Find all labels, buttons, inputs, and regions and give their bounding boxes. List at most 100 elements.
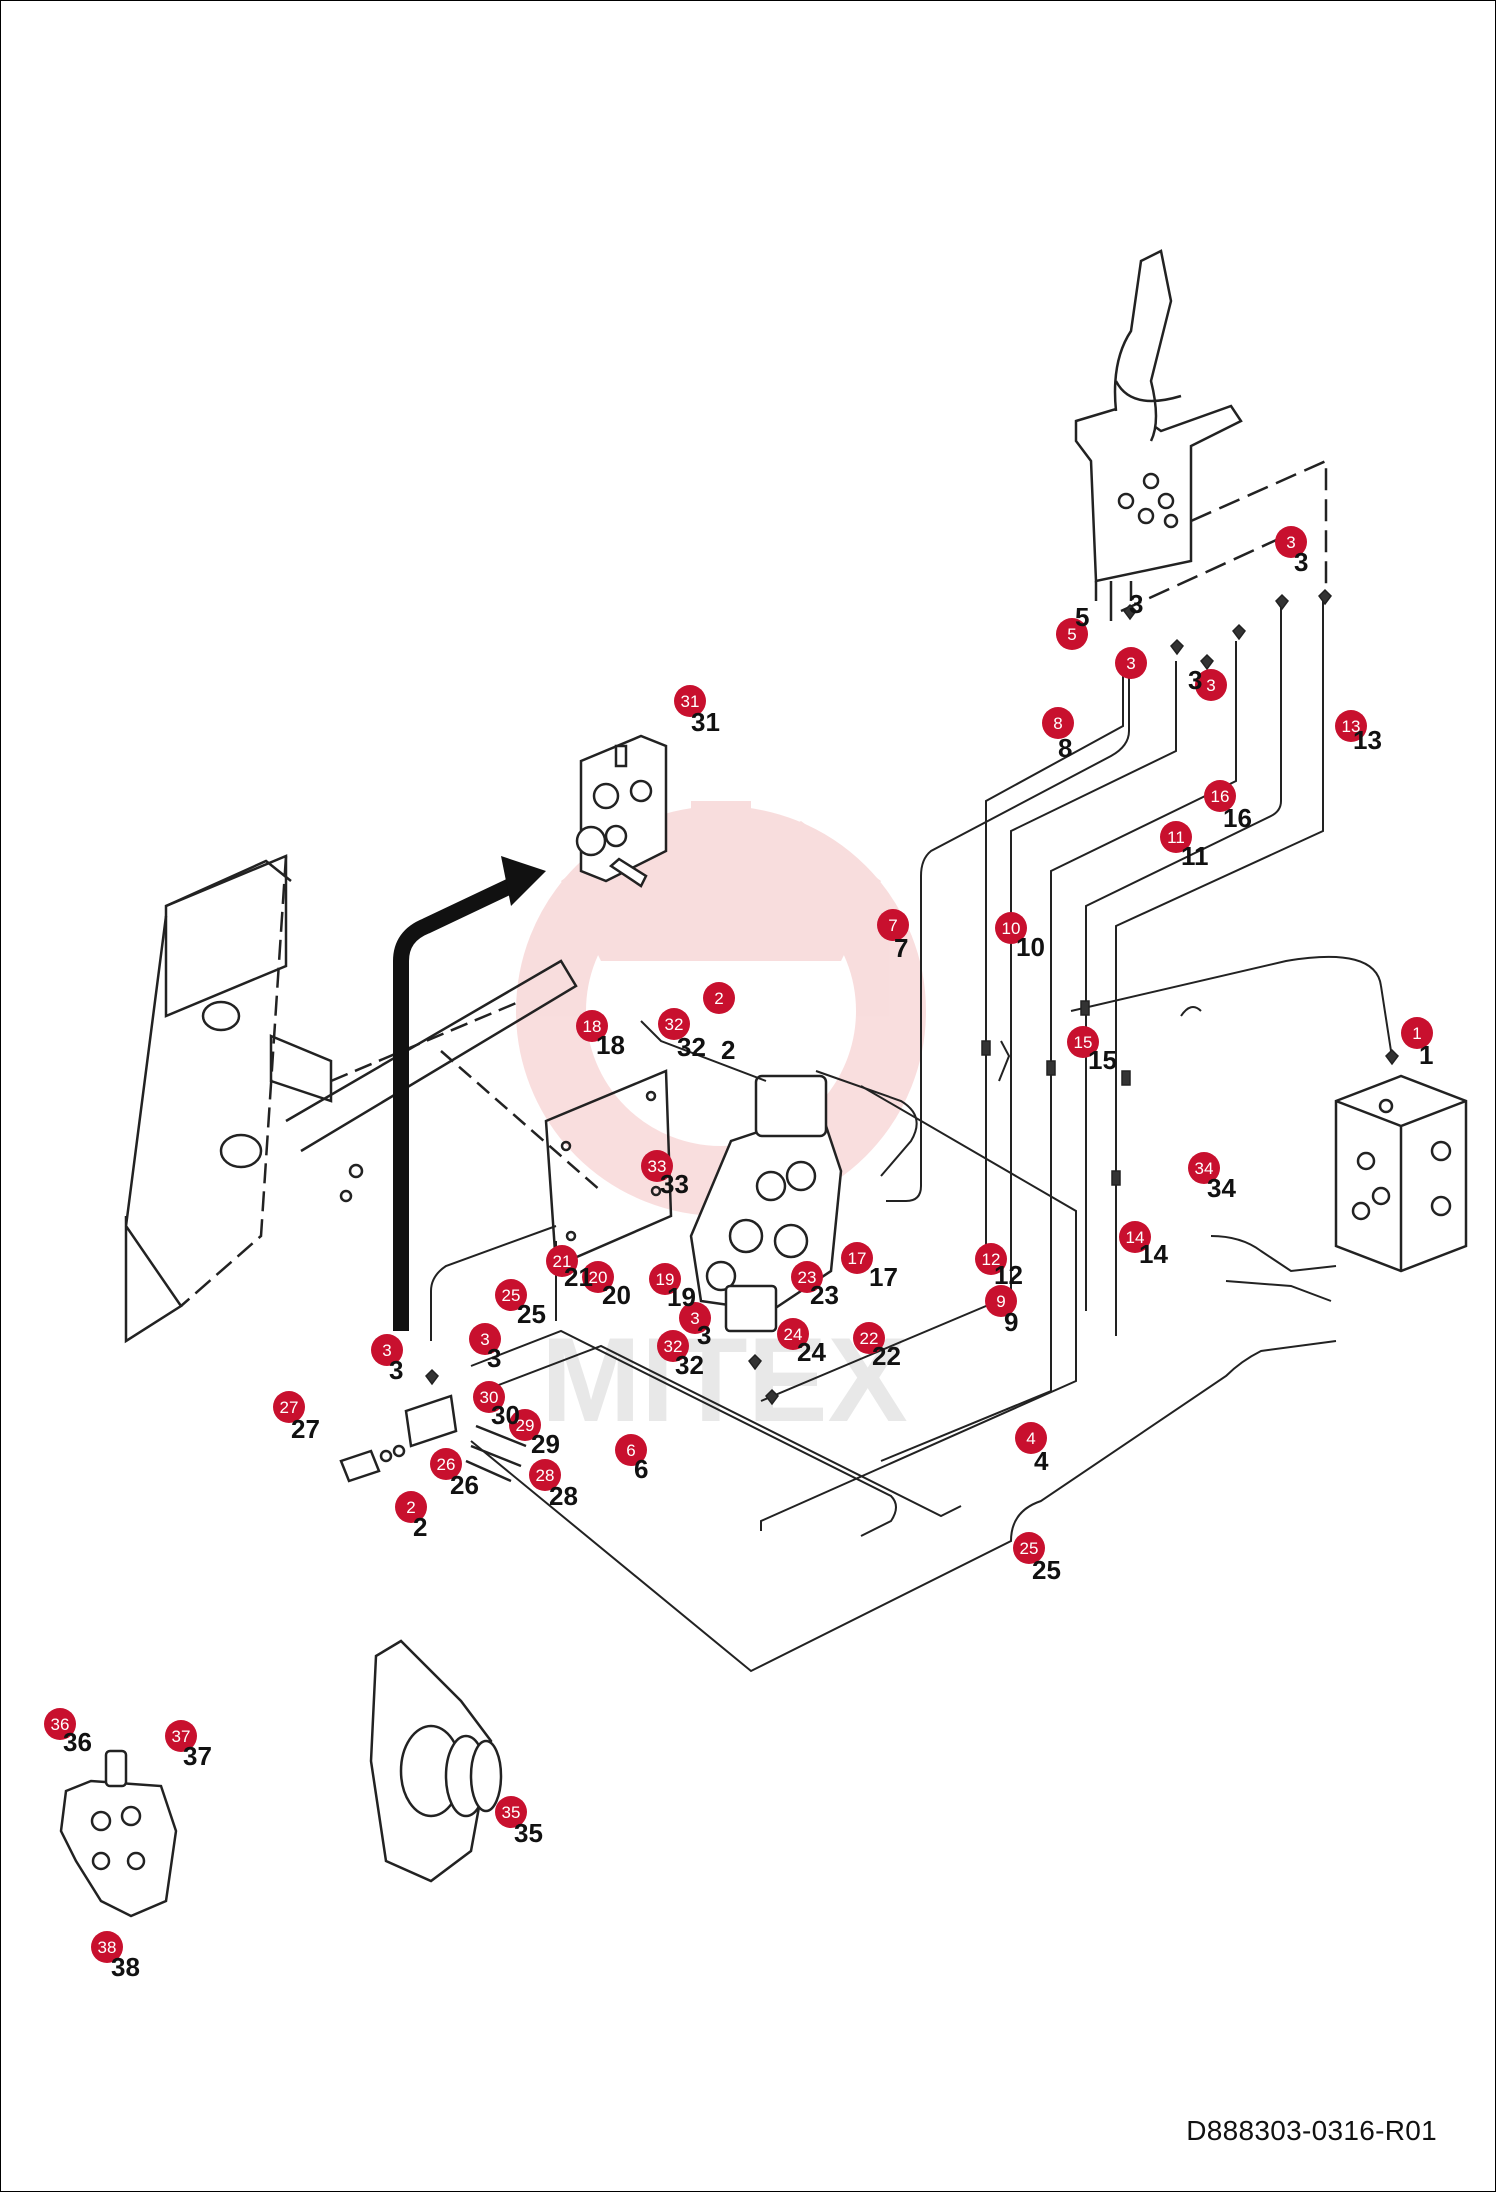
part-label-32: 32	[677, 1032, 706, 1062]
callout-badge	[473, 1381, 505, 1413]
callout-2: 2	[395, 1491, 427, 1523]
callout-34: 34	[1188, 1152, 1220, 1184]
part-label-12: 12	[994, 1260, 1023, 1290]
callout-3: 3	[1115, 647, 1147, 679]
callout-number: 25	[502, 1286, 521, 1305]
callout-30: 30	[473, 1381, 505, 1413]
callout-32: 32	[657, 1330, 689, 1362]
part-label-7: 7	[894, 933, 908, 963]
callout-badge	[165, 1720, 197, 1752]
callout-badge	[1042, 707, 1074, 739]
callout-25: 25	[1013, 1532, 1045, 1564]
wear-pad-assembly	[369, 1639, 503, 1883]
callout-number: 12	[982, 1250, 1001, 1269]
callout-badge	[841, 1242, 873, 1274]
callout-badge	[1188, 1152, 1220, 1184]
callout-number: 38	[98, 1938, 117, 1957]
callout-3: 3	[1275, 526, 1307, 558]
part-label-3: 3	[389, 1355, 403, 1385]
callout-badge	[985, 1285, 1017, 1317]
callout-badge	[674, 685, 706, 717]
callout-20: 20	[582, 1261, 614, 1293]
callout-number: 11	[1167, 828, 1185, 847]
part-label-37: 37	[183, 1741, 212, 1771]
callout-badge	[371, 1334, 403, 1366]
callout-number: 20	[589, 1268, 608, 1287]
callout-number: 16	[1211, 787, 1230, 806]
part-label-2: 2	[413, 1512, 427, 1542]
small-valve-block	[339, 1394, 527, 1483]
callout-21: 21	[546, 1245, 578, 1277]
callout-number: 4	[1026, 1429, 1035, 1448]
callout-number: 26	[437, 1455, 456, 1474]
callout-7: 7	[877, 909, 909, 941]
part-label-3: 3	[1294, 547, 1308, 577]
callout-badge	[703, 982, 735, 1014]
part-label-4: 4	[1034, 1446, 1049, 1476]
callout-badge	[679, 1302, 711, 1334]
part-label-25: 25	[517, 1299, 546, 1329]
callout-number: 32	[665, 1015, 684, 1034]
callout-number: 10	[1002, 919, 1021, 938]
callout-number: 5	[1067, 625, 1076, 644]
callout-number: 2	[406, 1498, 415, 1517]
part-label-28: 28	[549, 1481, 578, 1511]
part-label-21: 21	[564, 1262, 593, 1292]
part-label-10: 10	[1016, 932, 1045, 962]
callout-number: 6	[626, 1441, 635, 1460]
callout-number: 37	[172, 1727, 191, 1746]
callout-number: 7	[888, 916, 897, 935]
callout-number: 30	[480, 1388, 499, 1407]
callout-number: 3	[690, 1309, 699, 1328]
callout-badge	[395, 1491, 427, 1523]
callout-11: 11	[1160, 821, 1192, 853]
callout-layer: 1223333334567891011121314151617181920212…	[44, 526, 1433, 1963]
direction-arrow	[393, 856, 546, 1331]
callout-number: 24	[784, 1325, 803, 1344]
callout-12: 12	[975, 1243, 1007, 1275]
callout-badge	[777, 1318, 809, 1350]
part-label-3: 3	[1188, 665, 1202, 695]
callout-14: 14	[1119, 1221, 1151, 1253]
callout-badge	[509, 1409, 541, 1441]
callout-number: 1	[1412, 1024, 1421, 1043]
callout-15: 15	[1067, 1026, 1099, 1058]
part-label-13: 13	[1353, 725, 1382, 755]
callout-17: 17	[841, 1242, 873, 1274]
callout-number: 15	[1074, 1033, 1093, 1052]
callout-badge	[649, 1263, 681, 1295]
callout-badge	[1015, 1422, 1047, 1454]
callout-badge	[44, 1708, 76, 1740]
callout-badge	[430, 1448, 462, 1480]
callout-33: 33	[641, 1150, 673, 1182]
spare-valve	[59, 1749, 178, 1918]
hose-fittings	[425, 588, 1399, 1406]
callout-badge	[877, 909, 909, 941]
callout-number: 3	[1286, 533, 1295, 552]
part-label-36: 36	[63, 1727, 92, 1757]
part-label-26: 26	[450, 1470, 479, 1500]
callout-badge	[1160, 821, 1192, 853]
chassis-frame	[124, 854, 578, 1344]
main-control-valve	[689, 1074, 843, 1333]
callout-number: 19	[656, 1270, 675, 1289]
callout-badge	[273, 1391, 305, 1423]
part-label-27: 27	[291, 1414, 320, 1444]
callout-badge	[1335, 710, 1367, 742]
callout-16: 16	[1204, 780, 1236, 812]
callout-22: 22	[853, 1322, 885, 1354]
callout-28: 28	[529, 1459, 561, 1491]
callout-badge	[1204, 780, 1236, 812]
callout-badge	[546, 1245, 578, 1277]
callout-number: 14	[1126, 1228, 1145, 1247]
callout-badge	[576, 1010, 608, 1042]
callout-badge	[658, 1008, 690, 1040]
part-label-3: 3	[1129, 589, 1143, 619]
part-label-9: 9	[1004, 1307, 1018, 1337]
callout-badge	[995, 912, 1027, 944]
callout-badge	[582, 1261, 614, 1293]
part-label-20: 20	[602, 1280, 631, 1310]
callout-36: 36	[44, 1708, 76, 1740]
